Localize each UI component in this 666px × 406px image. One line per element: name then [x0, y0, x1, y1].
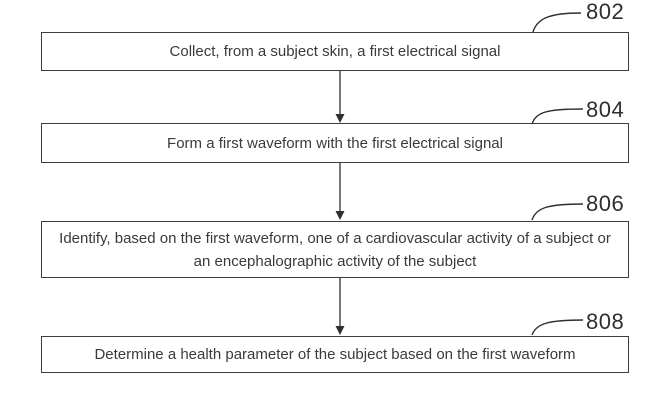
- flow-step-box-808: Determine a health parameter of the subj…: [41, 336, 629, 373]
- leader-line-802: [532, 12, 582, 33]
- ref-numeral-804: 804: [586, 97, 625, 122]
- arrowhead-down-icon: [335, 114, 345, 123]
- flow-step-box-806: Identify, based on the first waveform, o…: [41, 221, 629, 278]
- flow-step-text: Collect, from a subject skin, a first el…: [169, 43, 501, 60]
- ref-numeral-808: 808: [586, 309, 625, 334]
- ref-numeral-802: 802: [586, 0, 625, 24]
- ref-numeral-806: 806: [586, 191, 625, 216]
- leader-line-806: [531, 203, 584, 221]
- flow-step-text: Determine a health parameter of the subj…: [94, 346, 576, 363]
- arrowhead-down-icon: [335, 326, 345, 335]
- flow-step-text: Form a first waveform with the first ele…: [167, 134, 503, 152]
- arrowhead-down-icon: [335, 211, 345, 220]
- leader-line-808: [531, 319, 584, 336]
- flow-step-box-802: Collect, from a subject skin, a first el…: [41, 32, 629, 71]
- leader-line-804: [531, 108, 584, 125]
- flow-step-box-804: Form a first waveform with the first ele…: [41, 123, 629, 163]
- flow-step-text: Identify, based on the first waveform, o…: [59, 229, 611, 270]
